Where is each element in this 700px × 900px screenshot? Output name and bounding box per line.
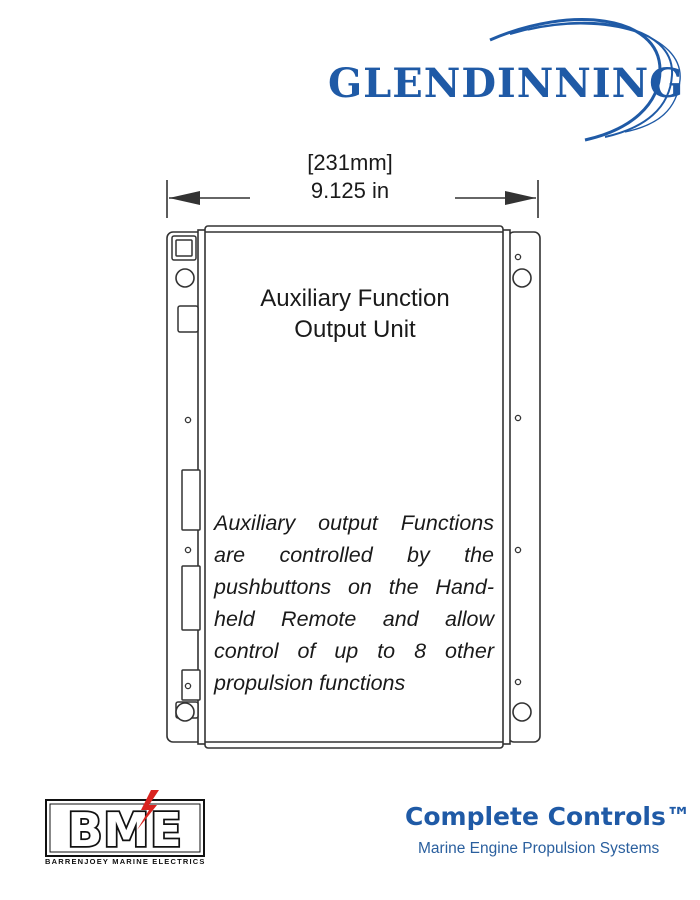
lightning-bolt-icon — [137, 790, 159, 830]
description-line: propulsion functions — [214, 671, 406, 695]
bme-caption: BARRENJOEY MARINE ELECTRICS — [45, 857, 206, 866]
unit-title-line-2: Output Unit — [294, 316, 416, 343]
logo-swoosh-icon — [489, 18, 681, 142]
width-metric-label: [231mm] — [307, 150, 393, 175]
complete-controls-title: Complete Controls™ — [405, 802, 691, 831]
complete-controls-subtitle: Marine Engine Propulsion Systems — [418, 840, 660, 857]
bme-mark: BME — [67, 803, 182, 857]
glendinning-logo: GLENDINNING — [300, 10, 690, 150]
description-line: pushbuttons on the Hand- — [214, 575, 494, 599]
description-line: held Remote and allow — [214, 607, 494, 631]
description-line: are controlled by the — [214, 543, 494, 567]
device-body — [204, 225, 504, 749]
mounting-holes — [175, 268, 532, 722]
description-line: control of up to 8 other — [214, 639, 494, 663]
arrow-left-icon — [169, 191, 200, 205]
arrow-right-icon — [505, 191, 536, 205]
unit-title-line-1: Auxiliary Function — [260, 285, 450, 312]
screw-holes — [184, 253, 522, 690]
right-mounting-flange — [507, 231, 541, 743]
dimension-lines — [166, 180, 539, 218]
width-imperial-label: 9.125 in — [310, 178, 390, 203]
device-outline-drawing — [166, 180, 541, 749]
bme-logo: BME — [45, 790, 205, 859]
brand-wordmark: GLENDINNING — [328, 60, 685, 107]
description-line: Auxiliary output Functions — [214, 511, 494, 535]
